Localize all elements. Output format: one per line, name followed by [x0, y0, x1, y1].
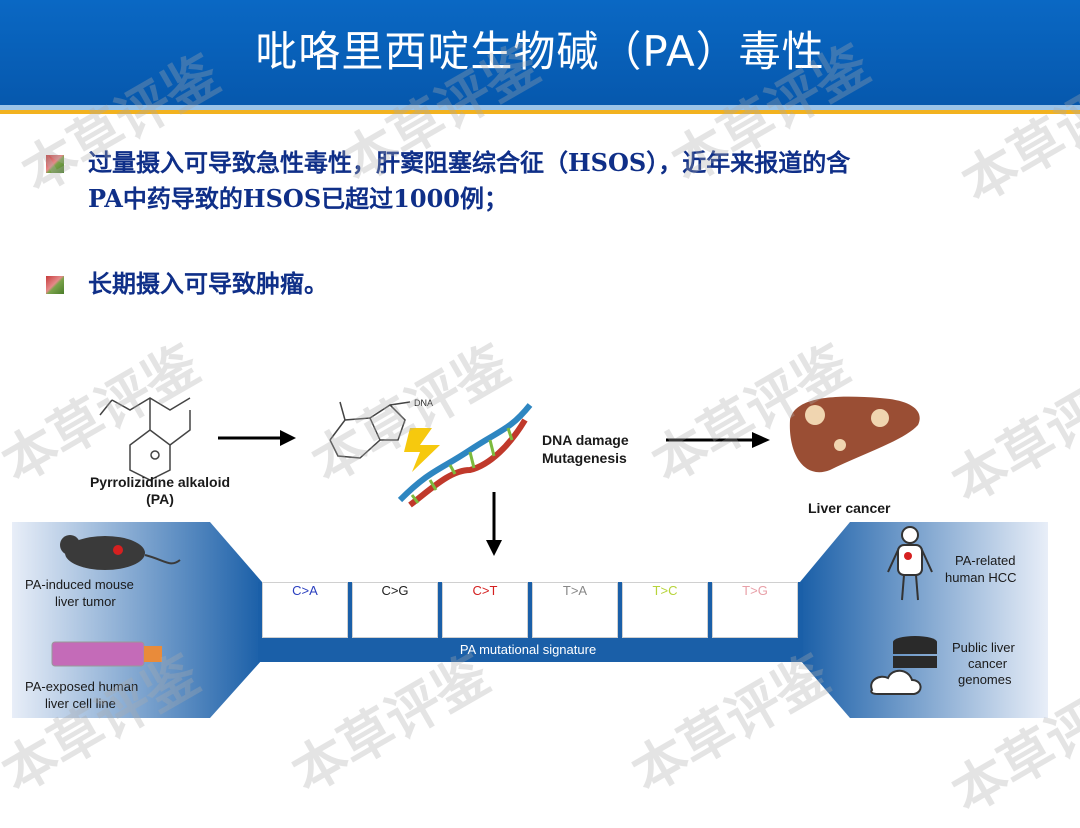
- page-title: 吡咯里西啶生物碱（PA）毒性: [255, 27, 825, 76]
- bullet-square-icon: [46, 155, 64, 173]
- mutation-type-label: T>G: [742, 583, 768, 598]
- mouse-label-line1: PA-induced mouse: [25, 577, 134, 592]
- genome-label-line3: genomes: [958, 672, 1012, 687]
- signature-panel: C>A: [262, 582, 348, 638]
- human-body-icon: [887, 526, 933, 601]
- cell-label-line2: liver cell line: [45, 696, 116, 711]
- bullet-item-2: 长期摄入可导致肿瘤。: [46, 266, 1006, 302]
- mutation-type-label: T>A: [562, 583, 588, 598]
- arrow-down-icon: [486, 492, 502, 556]
- signature-label: PA mutational signature: [459, 642, 597, 657]
- signature-panel: T>A: [532, 582, 618, 638]
- mouse-icon: [60, 535, 181, 570]
- cell-flask-icon: [51, 641, 162, 667]
- dna-helix-icon: [397, 403, 533, 508]
- header-stripe-light: [0, 105, 1080, 110]
- arrow-right-icon: [666, 432, 770, 448]
- title-bar: [0, 0, 1080, 105]
- cell-label-line1: PA-exposed human: [25, 679, 139, 694]
- signature-panel: C>G: [352, 582, 438, 638]
- genome-label-line1: Public liver: [952, 640, 1015, 655]
- signature-panel: C>T: [442, 582, 528, 638]
- liver-cancer-label: Liver cancer: [808, 500, 891, 516]
- mutation-type-label: C>T: [472, 583, 498, 598]
- pa-abbr-label: (PA): [146, 491, 174, 507]
- bullet-square-icon: [46, 276, 64, 294]
- mouse-label-line2: liver tumor: [55, 594, 116, 609]
- pa-molecule-icon: [99, 397, 191, 481]
- bullet-item-1: 过量摄入可导致急性毒性，肝窦阻塞综合征（HSOS），近年来报道的含 PA中药导致…: [46, 145, 1006, 217]
- left-source-panel: [12, 522, 262, 718]
- signature-panel: T>G: [712, 582, 798, 638]
- dna-label: DNA: [414, 398, 434, 408]
- header-stripe-gold: [0, 110, 1080, 114]
- right-source-panel: [800, 522, 1048, 718]
- mutagenesis-label: Mutagenesis: [542, 450, 627, 466]
- genome-label-line2: cancer: [968, 656, 1008, 671]
- bullet-text-line1: 长期摄入可导致肿瘤。: [88, 269, 328, 298]
- lightning-icon: [404, 428, 440, 472]
- liver-cancer-icon: [789, 396, 920, 473]
- arrow-right-icon: [218, 430, 296, 446]
- mutation-type-label: C>A: [292, 583, 318, 598]
- database-cloud-icon: [870, 636, 937, 695]
- bullet-text-line1: 过量摄入可导致急性毒性，肝窦阻塞综合征（HSOS），近年来报道的含: [88, 148, 851, 177]
- bullet-text-line2: PA中药导致的HSOS已超过1000例；: [88, 184, 508, 213]
- mutation-type-label: T>C: [652, 583, 678, 598]
- hcc-label-line2: human HCC: [945, 570, 1017, 585]
- dehydro-pa-molecule-icon: [329, 401, 411, 459]
- dna-damage-label: DNA damage: [542, 432, 629, 448]
- mutation-type-label: C>G: [381, 583, 409, 598]
- pa-label: Pyrrolizidine alkaloid: [89, 474, 231, 490]
- signature-panel: T>C: [622, 582, 708, 638]
- hcc-label-line1: PA-related: [955, 553, 1016, 568]
- pa-figure: [12, 396, 1048, 718]
